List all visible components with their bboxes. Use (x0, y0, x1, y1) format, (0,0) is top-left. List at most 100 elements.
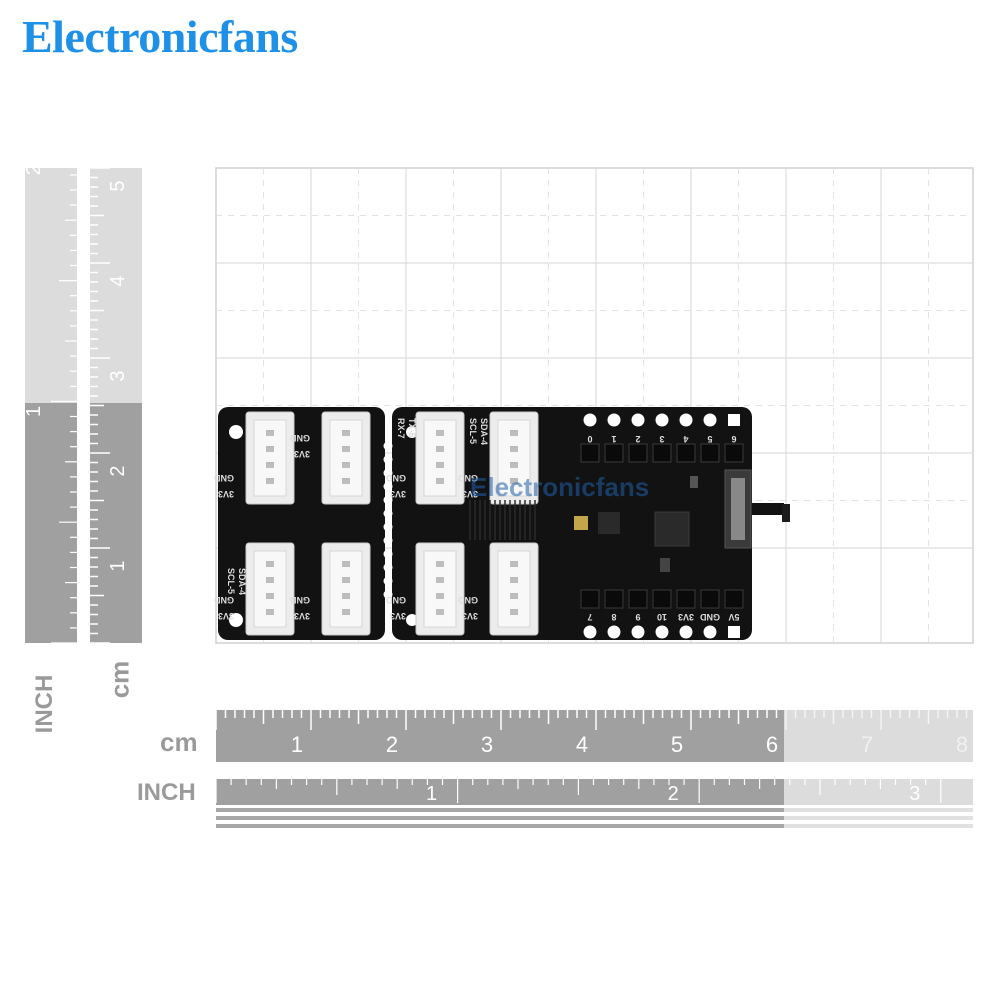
pin-label: GND (458, 595, 479, 605)
grove-connector (245, 411, 295, 505)
header-hole (728, 626, 740, 638)
vertical-cm-number: 1 (107, 560, 129, 571)
header-pin (652, 589, 672, 609)
cm-number: 5 (671, 732, 683, 757)
watermark-text: Electronicfans (470, 472, 649, 502)
header-label: 9 (635, 612, 640, 622)
side-label: SDA-4 (479, 418, 489, 445)
cm-ruler-label: cm (160, 727, 198, 757)
header-pin (724, 589, 744, 609)
vertical-cm-label: cm (104, 660, 135, 699)
grove-connector (489, 542, 539, 636)
header-hole (655, 413, 669, 427)
header-hole (655, 625, 669, 639)
side-label: SCL-5 (226, 568, 236, 594)
grove-connector (321, 542, 371, 636)
cm-number: 4 (576, 732, 588, 757)
header-pin (580, 443, 600, 463)
brand-logo: Electronicfans (22, 11, 298, 62)
cm-number: 1 (291, 732, 303, 757)
inch-number: 2 (668, 783, 679, 805)
grove-connector (415, 542, 465, 636)
cm-number: 8 (956, 732, 968, 757)
header-pin (676, 589, 696, 609)
header-hole (703, 413, 717, 427)
side-label: TX-6 (407, 418, 417, 438)
cm-number: 3 (481, 732, 493, 757)
pin-label: GND (386, 473, 407, 483)
header-label: 8 (611, 612, 616, 622)
header-label: 10 (657, 612, 667, 622)
vertical-cm-number: 3 (107, 370, 129, 381)
header-hole (583, 413, 597, 427)
header-label: GND (700, 612, 721, 622)
header-label: 3V3 (678, 612, 694, 622)
header-pin (700, 589, 720, 609)
header-pin (604, 443, 624, 463)
inch-number: 3 (909, 783, 920, 805)
header-pin (604, 589, 624, 609)
horizontal-cm-ruler: 1 2 3 4 5 6 7 8 (215, 710, 973, 762)
header-hole (583, 625, 597, 639)
main-pcb-piece (392, 407, 752, 640)
header-hole (679, 625, 693, 639)
vertical-cm-number: 5 (107, 180, 129, 191)
pin-label: 3V3 (294, 611, 310, 621)
inch-ruler-label: INCH (137, 779, 196, 806)
vertical-inch-label: INCH (31, 674, 58, 734)
header-label: 7 (587, 612, 592, 622)
pcb-board: GND3V3GND3V3GND3V3GND3V3GND3V3GND3V3GND3… (214, 407, 790, 640)
header-pin (700, 443, 720, 463)
header-label: 0 (587, 434, 592, 444)
header-pin (628, 589, 648, 609)
pin-label: GND (214, 595, 235, 605)
header-label: 6 (731, 434, 736, 444)
pin-label: 3V3 (218, 489, 234, 499)
inch-number: 1 (426, 783, 437, 805)
cm-number: 6 (766, 732, 778, 757)
vertical-inch-ruler: 12 (23, 164, 77, 644)
cm-number: 7 (861, 732, 873, 757)
cm-number: 2 (386, 732, 398, 757)
header-hole (631, 625, 645, 639)
vertical-cm-number: 4 (107, 275, 129, 286)
side-label: RX-7 (396, 418, 406, 439)
header-label: 3 (659, 434, 664, 444)
header-pin (676, 443, 696, 463)
header-hole (703, 625, 717, 639)
grove-connector (489, 411, 539, 505)
pin-label: GND (290, 595, 311, 605)
header-pin (652, 443, 672, 463)
header-pin (628, 443, 648, 463)
header-label: 5 (707, 434, 712, 444)
header-hole (679, 413, 693, 427)
side-label: SCL-5 (468, 418, 478, 444)
pin-label: 3V3 (462, 611, 478, 621)
grove-connector (321, 411, 371, 505)
grove-connector (415, 411, 465, 505)
header-label: 1 (611, 434, 616, 444)
pin-label: GND (458, 473, 479, 483)
pin-label: 3V3 (218, 611, 234, 621)
pin-label: 3V3 (294, 449, 310, 459)
pin-label: GND (214, 473, 235, 483)
grove-connector (245, 542, 295, 636)
side-label: SDA-4 (237, 568, 247, 595)
header-label: 5V (728, 612, 739, 622)
vertical-inch-number: 2 (23, 164, 45, 175)
header-pin (724, 443, 744, 463)
header-pin (580, 589, 600, 609)
pin-label: 3V3 (390, 611, 406, 621)
vertical-cm-ruler: 1 2 3 4 5 (90, 167, 142, 644)
header-label: 2 (635, 434, 640, 444)
pin-label: GND (290, 433, 311, 443)
vertical-inch-number: 1 (23, 406, 45, 417)
pin-label: GND (386, 595, 407, 605)
header-hole (631, 413, 645, 427)
header-hole (607, 413, 621, 427)
header-hole (728, 414, 740, 426)
vertical-cm-number: 2 (107, 465, 129, 476)
pin-label: 3V3 (390, 489, 406, 499)
pin-label: 3V3 (462, 489, 478, 499)
